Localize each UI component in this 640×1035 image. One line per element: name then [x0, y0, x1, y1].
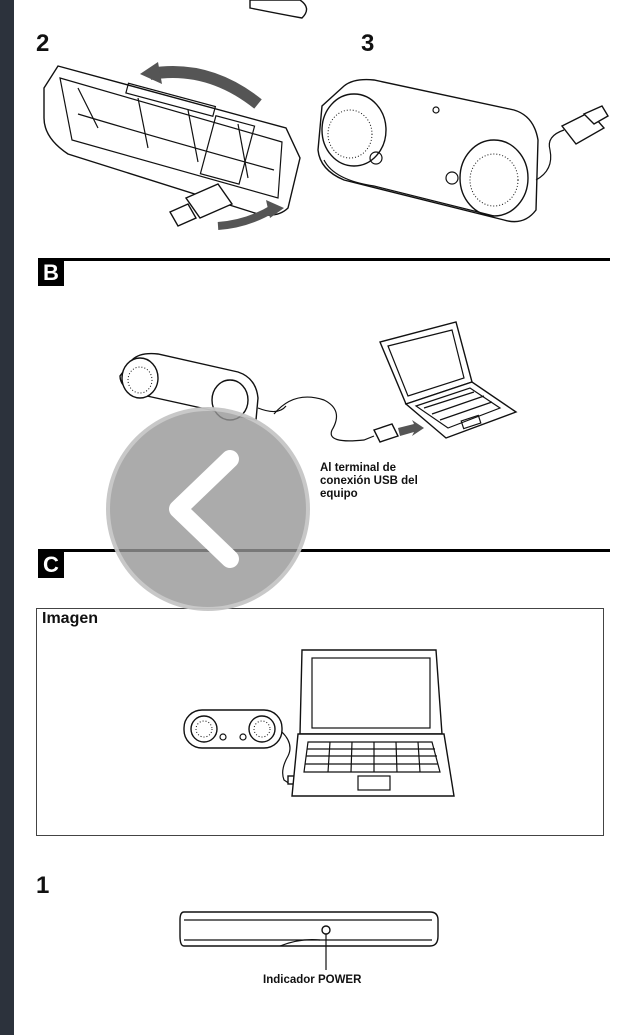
step-2-number: 2: [36, 30, 50, 57]
speaker-assembled-illustration: [317, 78, 609, 223]
chevron-left-icon: [169, 450, 239, 568]
section-b-rule: [38, 258, 610, 261]
section-b-label: B: [38, 260, 64, 286]
usb-caption-line-1: Al terminal de: [320, 462, 397, 474]
power-indicator-caption: Indicador POWER: [263, 974, 362, 986]
section-c-label: C: [38, 552, 64, 578]
back-button[interactable]: [106, 407, 310, 611]
section-c-rule: [38, 549, 610, 552]
left-edge-bar: [0, 0, 14, 1035]
manual-page: 2 3 B: [14, 0, 640, 1035]
usb-caption-line-2: conexión USB del: [320, 475, 418, 487]
usb-terminal-caption: Al terminal de conexión USB del equipo: [320, 462, 418, 501]
speaker-laptop-connection-illustration: [183, 649, 455, 797]
speaker-cable-illustration: [119, 352, 287, 421]
speaker-front-illustration: [179, 911, 439, 970]
step-1-number: 1: [36, 872, 50, 899]
image-box-title: Imagen: [42, 610, 99, 627]
usb-cable-illustration: [273, 396, 424, 443]
step-3-number: 3: [361, 30, 375, 57]
image-box: [36, 608, 604, 836]
usb-caption-line-3: equipo: [320, 488, 358, 500]
cut-off-illustration: [249, 0, 308, 19]
laptop-illustration: [379, 321, 518, 439]
speaker-folding-illustration: [43, 62, 301, 230]
